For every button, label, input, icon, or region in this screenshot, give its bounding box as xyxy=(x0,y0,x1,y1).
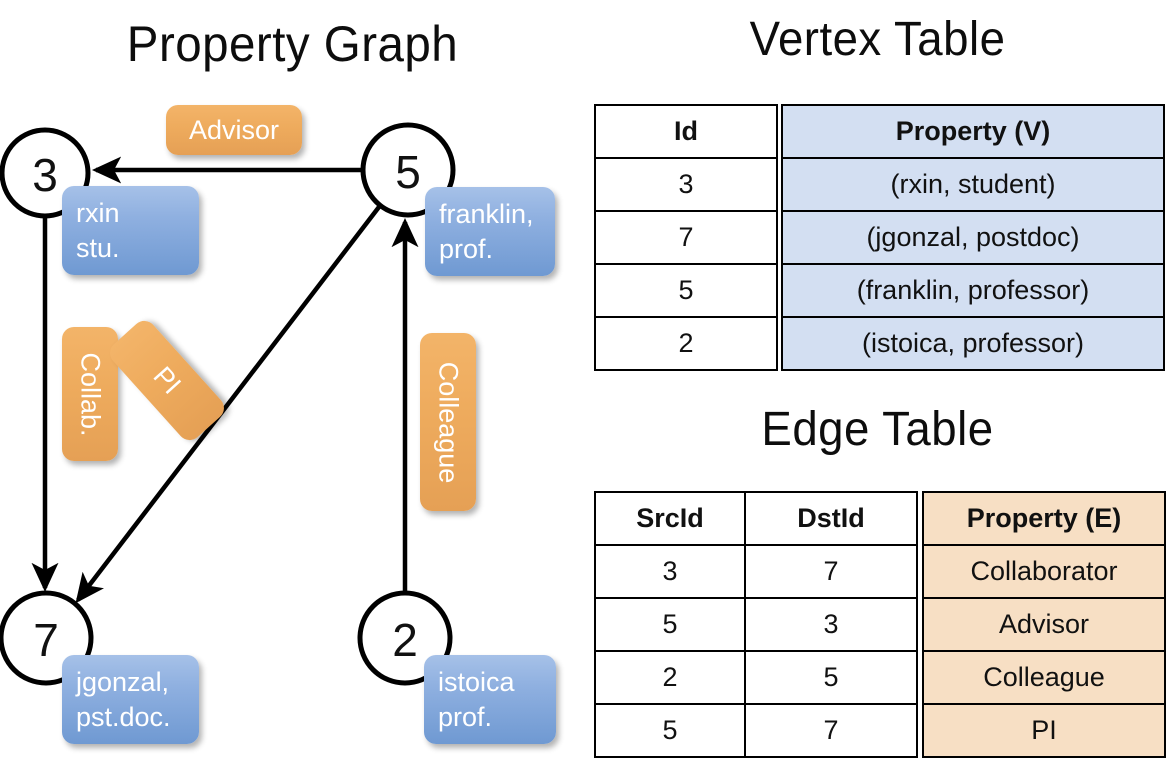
edge-property-box-colleague[interactable]: Colleague xyxy=(420,333,476,511)
edge-property-text-advisor: Advisor xyxy=(188,114,280,145)
edge-header-property: Property (E) xyxy=(922,491,1166,546)
table-row: 2 5 xyxy=(594,650,918,705)
edge-5-to-7-pi xyxy=(75,201,384,604)
edge-cell-dstid: 5 xyxy=(744,650,918,705)
vertex-property-box-jgonzal[interactable]: jgonzal, pst.doc. xyxy=(62,655,199,744)
edge-header-srcid: SrcId xyxy=(594,491,746,546)
table-row: (istoica, professor) xyxy=(781,316,1165,371)
vertex-cell-property: (rxin, student) xyxy=(781,157,1165,212)
vertex-table-property-column: Property (V) (rxin, student) (jgonzal, p… xyxy=(781,104,1165,371)
edge-table-property-column: Property (E) Collaborator Advisor Collea… xyxy=(922,491,1166,758)
table-row: 2 xyxy=(594,316,778,371)
vertex-cell-id: 7 xyxy=(594,210,778,265)
node-5-label: 5 xyxy=(395,146,421,198)
property-graph-diagram: 3 5 7 2 xyxy=(0,122,456,686)
table-row: (jgonzal, postdoc) xyxy=(781,210,1165,265)
table-row: (franklin, professor) xyxy=(781,263,1165,318)
edge-property-text-pi: PI xyxy=(147,360,188,400)
edge-property-text-colleague: Colleague xyxy=(433,361,464,483)
table-row: Collaborator xyxy=(922,544,1166,599)
edge-cell-dstid: 7 xyxy=(744,544,918,599)
edge-cell-property: Advisor xyxy=(922,597,1166,652)
node-7-label: 7 xyxy=(33,614,59,666)
edge-property-text-collab: Collab. xyxy=(75,351,106,437)
edge-table-id-columns: SrcId DstId 3 7 5 3 2 5 5 7 xyxy=(594,491,918,758)
vertex-property-box-franklin[interactable]: franklin, prof. xyxy=(425,187,555,276)
vertex-cell-property: (jgonzal, postdoc) xyxy=(781,210,1165,265)
vertex-cell-id: 5 xyxy=(594,263,778,318)
edge-cell-dstid: 3 xyxy=(744,597,918,652)
edge-cell-property: PI xyxy=(922,703,1166,758)
edge-cell-srcid: 3 xyxy=(594,544,746,599)
vertex-header-property: Property (V) xyxy=(781,104,1165,159)
table-row: 5 xyxy=(594,263,778,318)
page-title-edge-table: Edge Table xyxy=(761,403,994,456)
node-2-label: 2 xyxy=(392,614,418,666)
edge-cell-srcid: 5 xyxy=(594,597,746,652)
table-row: 3 xyxy=(594,157,778,212)
edge-cell-srcid: 5 xyxy=(594,703,746,758)
vertex-cell-id: 3 xyxy=(594,157,778,212)
page-title-property-graph: Property Graph xyxy=(126,16,459,72)
edge-property-box-collab[interactable]: Collab. xyxy=(62,327,118,461)
table-row: Property (V) xyxy=(781,104,1165,159)
vertex-property-box-istoica[interactable]: istoica prof. xyxy=(424,655,556,744)
vertex-table-id-column: Id 3 7 5 2 xyxy=(594,104,778,371)
table-row: (rxin, student) xyxy=(781,157,1165,212)
edge-cell-srcid: 2 xyxy=(594,650,746,705)
table-row: SrcId DstId xyxy=(594,491,918,546)
vertex-property-text-rxin: rxin stu. xyxy=(76,197,120,263)
edge-cell-property: Collaborator xyxy=(922,544,1166,599)
table-row: PI xyxy=(922,703,1166,758)
page-title-vertex-table: Vertex Table xyxy=(749,13,1006,66)
table-row: Colleague xyxy=(922,650,1166,705)
edge-header-dstid: DstId xyxy=(744,491,918,546)
table-row: 5 7 xyxy=(594,703,918,758)
vertex-header-id: Id xyxy=(594,104,778,159)
table-row: Advisor xyxy=(922,597,1166,652)
table-row: Id xyxy=(594,104,778,159)
vertex-property-text-istoica: istoica prof. xyxy=(438,666,515,732)
vertex-cell-id: 2 xyxy=(594,316,778,371)
vertex-property-text-franklin: franklin, prof. xyxy=(439,198,534,264)
edge-cell-property: Colleague xyxy=(922,650,1166,705)
table-row: 5 3 xyxy=(594,597,918,652)
vertex-cell-property: (istoica, professor) xyxy=(781,316,1165,371)
vertex-property-box-rxin[interactable]: rxin stu. xyxy=(62,186,199,275)
table-row: Property (E) xyxy=(922,491,1166,546)
vertex-property-text-jgonzal: jgonzal, pst.doc. xyxy=(76,666,171,732)
vertex-cell-property: (franklin, professor) xyxy=(781,263,1165,318)
edge-property-box-advisor[interactable]: Advisor xyxy=(166,105,302,155)
edge-cell-dstid: 7 xyxy=(744,703,918,758)
node-3-label: 3 xyxy=(32,149,58,201)
table-row: 7 xyxy=(594,210,778,265)
table-row: 3 7 xyxy=(594,544,918,599)
